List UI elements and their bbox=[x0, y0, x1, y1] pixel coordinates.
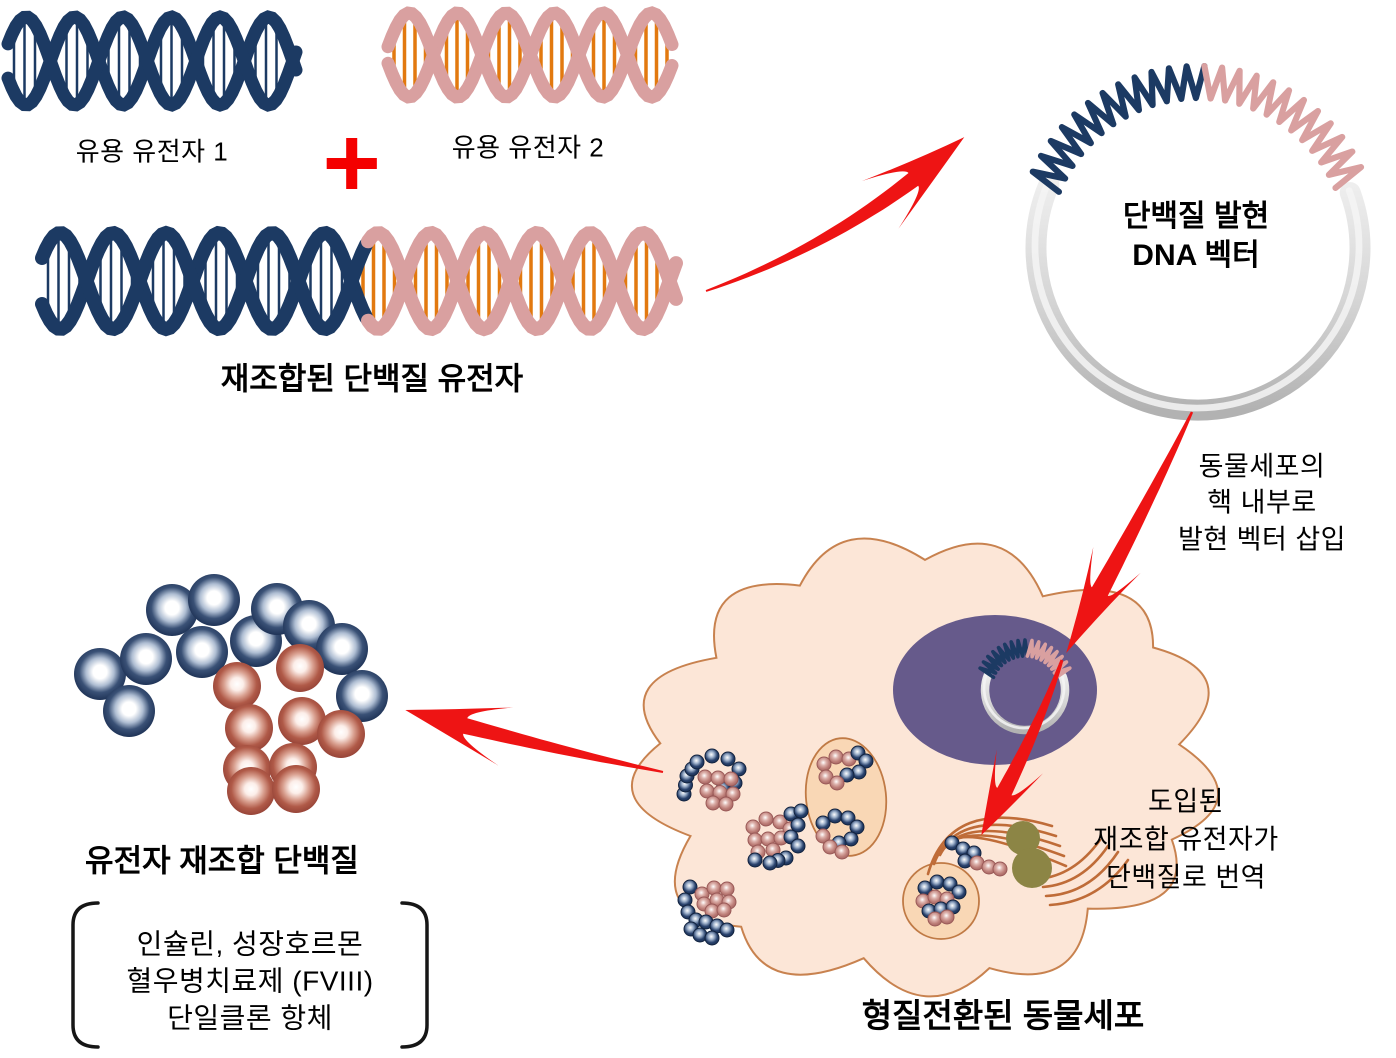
dna-helix-gene2 bbox=[381, 6, 679, 104]
recombined-gene-label: 재조합된 단백질 유전자 bbox=[220, 361, 524, 397]
arrow-vector-into-nucleus-icon bbox=[1066, 411, 1194, 653]
arrow-nucleus-to-er-icon bbox=[981, 659, 1064, 836]
gene2-label: 유용 유전자 2 bbox=[451, 132, 605, 163]
arrow-to-vector-icon bbox=[705, 137, 965, 292]
insert-vector-label: 동물세포의 핵 내부로 발현 벡터 삽입 bbox=[1177, 451, 1347, 555]
secreted-protein-beads bbox=[676, 745, 1008, 946]
product-list-brackets bbox=[71, 901, 429, 1049]
vector-label: 단백질 발현 DNA 벡터 bbox=[1122, 200, 1270, 272]
expression-vector-plasmid bbox=[1025, 62, 1371, 421]
plus-sign: + bbox=[322, 107, 382, 219]
plasmid-in-nucleus bbox=[978, 638, 1072, 735]
translation-label: 도입된 재조합 유전자가 단백질로 번역 bbox=[1093, 786, 1279, 892]
recombinant-protein-label: 유전자 재조합 단백질 bbox=[85, 843, 359, 879]
dna-helix-gene1 bbox=[1, 10, 303, 112]
gene1-label: 유용 유전자 1 bbox=[75, 136, 229, 167]
dna-helix-recombined bbox=[35, 225, 683, 337]
product-examples-label: 인슐린, 성장호르몬 혈우병치료제 (FVIII) 단일클론 항체 bbox=[126, 928, 374, 1034]
arrow-to-protein-icon bbox=[405, 707, 664, 773]
recombinant-protein-spheres bbox=[74, 574, 388, 815]
transformed-cell-label: 형질전환된 동물세포 bbox=[861, 997, 1145, 1034]
